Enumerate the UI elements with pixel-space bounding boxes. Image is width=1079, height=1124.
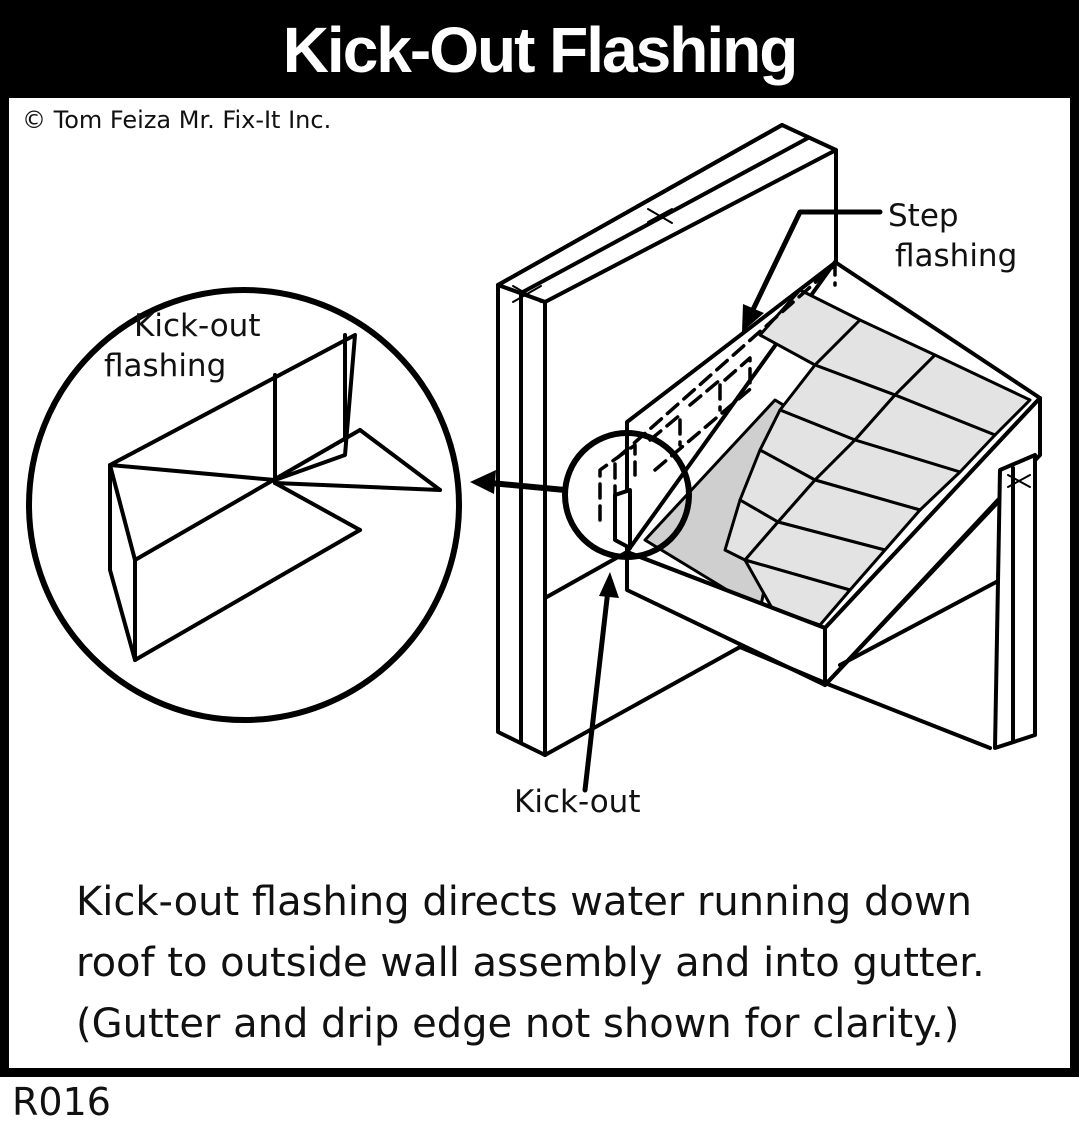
kick-out-flashing-detail: [108, 333, 442, 662]
kick-out-piece: [613, 488, 632, 550]
detail-label-line1: Kick-out: [134, 308, 261, 344]
detail-circle: [26, 287, 462, 723]
kick-out-label: Kick-out: [514, 784, 641, 820]
page-title: Kick-Out Flashing: [282, 14, 799, 86]
magnifier-circle: [562, 430, 692, 560]
caption-line: roof to outside wall assembly and into g…: [76, 940, 985, 986]
caption-line: (Gutter and drip edge not shown for clar…: [76, 1001, 960, 1047]
title-bar: [0, 0, 1079, 98]
wall-assembly: [496, 123, 838, 757]
kick-out-flashing-diagram: [26, 123, 1042, 793]
step-flashing-pointer: [742, 209, 883, 332]
detail-arrow: [470, 470, 568, 494]
caption-line: Kick-out flashing directs water running …: [76, 879, 972, 925]
shingles: [723, 288, 1032, 627]
step-flashing-label-line1: Step: [888, 198, 959, 234]
figure-code: R016: [12, 1080, 111, 1124]
copyright-notice: © Tom Feiza Mr. Fix-It Inc.: [22, 106, 332, 134]
kick-out-pointer: [582, 572, 619, 793]
detail-label-line2: flashing: [104, 348, 227, 384]
roof: [625, 260, 1042, 750]
caption: Kick-out flashing directs water running …: [76, 872, 1036, 1055]
step-flashing-label-line2: flashing: [895, 238, 1018, 274]
